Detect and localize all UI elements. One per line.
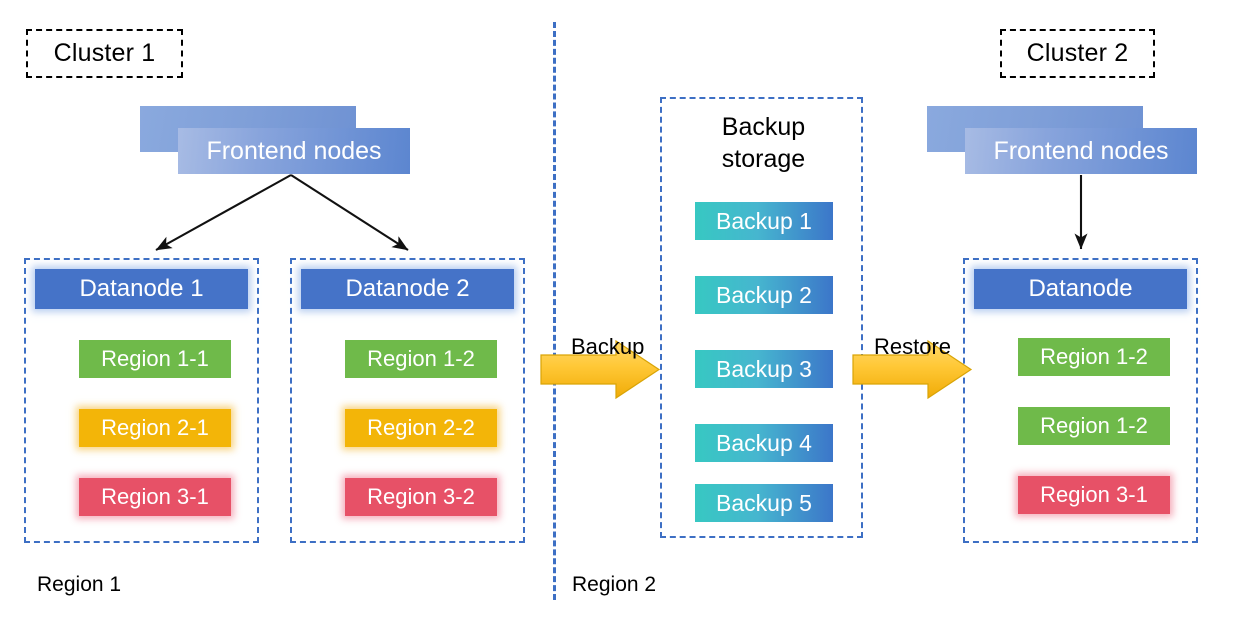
region-box-c2-2-label: Region 1-2: [1040, 413, 1148, 438]
datanode-1-header[interactable]: Datanode 1: [35, 269, 248, 309]
datanode-c2-label: Datanode: [1028, 275, 1133, 302]
region-divider: [553, 22, 556, 600]
region-box-3-2[interactable]: Region 3-2: [345, 478, 497, 516]
datanode-c2-header[interactable]: Datanode: [974, 269, 1187, 309]
region-box-1-2-label: Region 1-2: [367, 346, 475, 371]
datanode-2-label: Datanode 2: [345, 275, 470, 302]
region-box-3-1[interactable]: Region 3-1: [79, 478, 231, 516]
region-2-footer-label: Region 2: [572, 573, 656, 597]
backup-item-2-label: Backup 2: [716, 281, 812, 308]
region-box-2-2-label: Region 2-2: [367, 415, 475, 440]
region-2-footer-text: Region 2: [572, 573, 657, 596]
backup-item-1-label: Backup 1: [716, 207, 812, 234]
cluster-1-frontend-group: Frontend nodes: [140, 106, 410, 174]
backup-storage-title-line-2: storage: [721, 145, 806, 173]
backup-item-3-label: Backup 3: [716, 355, 812, 382]
region-box-2-1-label: Region 2-1: [101, 415, 209, 440]
datanode-1-label: Datanode 1: [79, 275, 204, 302]
backup-item-5-label: Backup 5: [716, 489, 812, 516]
region-box-1-2[interactable]: Region 1-2: [345, 340, 497, 378]
restore-flow-label: Restore: [874, 334, 951, 360]
backup-item-4[interactable]: Backup 4: [695, 424, 833, 462]
backup-flow-label: Backup: [571, 334, 644, 360]
region-box-1-1[interactable]: Region 1-1: [79, 340, 231, 378]
backup-item-2[interactable]: Backup 2: [695, 276, 833, 314]
region-box-3-2-label: Region 3-2: [367, 484, 475, 509]
cluster-2-frontend-group: Frontend nodes: [927, 106, 1197, 174]
region-box-c2-1-label: Region 1-2: [1040, 344, 1148, 369]
backup-item-5[interactable]: Backup 5: [695, 484, 833, 522]
arrow-frontend-to-datanode-1: [155, 174, 292, 251]
datanode-2-header[interactable]: Datanode 2: [301, 269, 514, 309]
cluster-1-tag: Cluster 1: [26, 29, 183, 78]
cluster-2-frontend-label: Frontend nodes: [993, 136, 1169, 165]
cluster-2-frontend-node[interactable]: Frontend nodes: [965, 128, 1197, 174]
backup-storage-title-line-1: Backup: [721, 113, 806, 141]
region-box-2-1[interactable]: Region 2-1: [79, 409, 231, 447]
region-box-3-1-label: Region 3-1: [101, 484, 209, 509]
region-box-c2-3-label: Region 3-1: [1040, 482, 1148, 507]
backup-item-4-label: Backup 4: [716, 429, 812, 456]
backup-flow-text: Backup: [571, 334, 645, 359]
region-box-2-2[interactable]: Region 2-2: [345, 409, 497, 447]
cluster-1-frontend-label: Frontend nodes: [206, 136, 382, 165]
backup-item-1[interactable]: Backup 1: [695, 202, 833, 240]
cluster-1-label: Cluster 1: [53, 39, 156, 67]
cluster-2-label: Cluster 2: [1026, 39, 1129, 67]
region-box-1-1-label: Region 1-1: [101, 346, 209, 371]
datanode-c2-container[interactable]: Datanode Region 1-2 Region 1-2 Region 3-…: [963, 258, 1198, 543]
backup-storage-title: Backup storage: [662, 111, 865, 175]
restore-flow-text: Restore: [874, 334, 952, 359]
backup-item-3[interactable]: Backup 3: [695, 350, 833, 388]
region-box-c2-2[interactable]: Region 1-2: [1018, 407, 1170, 445]
datanode-2-container[interactable]: Datanode 2 Region 1-2 Region 2-2 Region …: [290, 258, 525, 543]
cluster-1-frontend-node[interactable]: Frontend nodes: [178, 128, 410, 174]
backup-storage-container[interactable]: Backup storage Backup 1 Backup 2 Backup …: [660, 97, 863, 538]
region-box-c2-3[interactable]: Region 3-1: [1018, 476, 1170, 514]
region-1-footer-label: Region 1: [37, 573, 121, 597]
arrow-frontend-to-datanode-2: [290, 174, 409, 251]
region-1-footer-text: Region 1: [37, 573, 122, 596]
cluster-2-tag: Cluster 2: [1000, 29, 1155, 78]
region-box-c2-1[interactable]: Region 1-2: [1018, 338, 1170, 376]
datanode-1-container[interactable]: Datanode 1 Region 1-1 Region 2-1 Region …: [24, 258, 259, 543]
